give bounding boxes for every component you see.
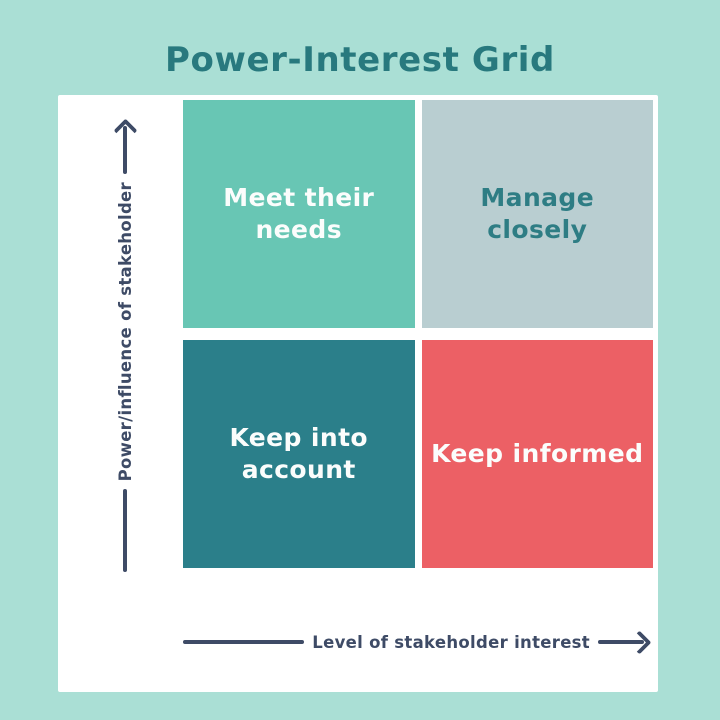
y-axis-line-lower bbox=[123, 489, 127, 572]
quadrant-label: Keep into account bbox=[229, 422, 369, 485]
arrow-up-icon bbox=[112, 118, 138, 143]
quadrant-label: Keep informed bbox=[431, 438, 644, 468]
y-axis-label: Power/influence of stakeholder bbox=[115, 182, 135, 482]
quadrant-manage-closely: Manage closely bbox=[421, 100, 653, 328]
x-axis-line-right bbox=[598, 640, 644, 644]
quadrant-keep-into-account: Keep into account bbox=[183, 340, 415, 568]
grid-card: Power/influence of stakeholder Meet thei… bbox=[58, 95, 658, 692]
x-axis: Level of stakeholder interest bbox=[183, 628, 652, 656]
x-axis-line-left bbox=[183, 640, 305, 644]
quadrant-keep-informed: Keep informed bbox=[421, 340, 653, 568]
page-title: Power-Interest Grid bbox=[164, 40, 555, 80]
quadrant-label: Meet their needs bbox=[223, 182, 375, 245]
quadrant-grid: Meet their needs Manage closely Keep int… bbox=[183, 100, 653, 568]
quadrant-meet-their-needs: Meet their needs bbox=[183, 100, 415, 328]
x-axis-label: Level of stakeholder interest bbox=[312, 632, 590, 652]
arrow-right-icon bbox=[627, 629, 652, 655]
quadrant-label: Manage closely bbox=[480, 182, 595, 245]
y-axis: Power/influence of stakeholder bbox=[110, 118, 140, 572]
